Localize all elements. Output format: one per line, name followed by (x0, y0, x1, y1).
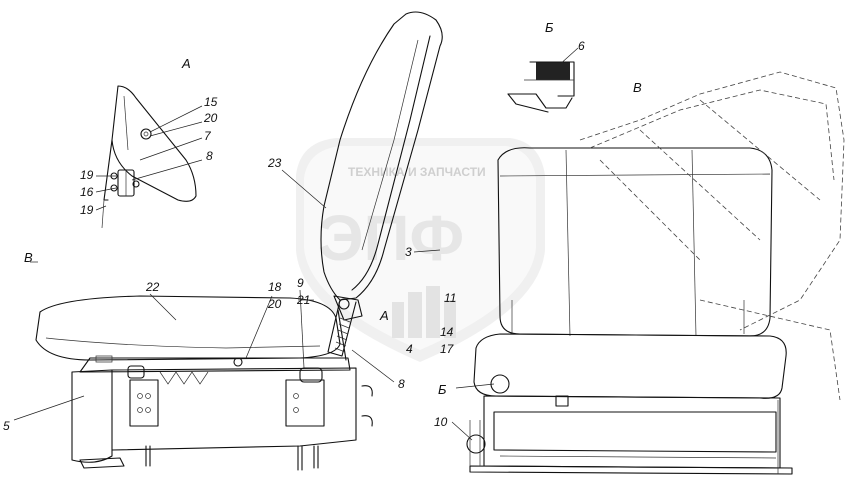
view-label-b-top: Б (545, 20, 554, 35)
view-label-a-mid: А (379, 308, 389, 323)
leader-lines (13, 47, 579, 441)
view-label-b-mid: Б (438, 382, 447, 397)
callout-23: 23 (267, 156, 282, 170)
callout-3: 3 (405, 245, 412, 259)
callout-16: 16 (80, 185, 94, 199)
callout-numbers: 15 20 7 8 19 16 19 6 23 3 22 18 20 9 21 … (3, 39, 585, 433)
callout-19: 19 (80, 168, 94, 182)
callout-20: 20 (203, 111, 218, 125)
seat-front-view (466, 71, 845, 475)
callout-6: 6 (578, 39, 585, 53)
watermark-logo: ЭПФ (318, 202, 464, 274)
callout-19: 19 (80, 203, 94, 217)
callout-17: 17 (440, 342, 455, 356)
view-labels: А Б В В А Б (24, 20, 642, 397)
view-label-a-top: А (181, 56, 191, 71)
callout-15: 15 (204, 95, 218, 109)
callout-5: 5 (3, 419, 10, 433)
view-label-v-left: В (24, 250, 33, 265)
seat-cushion-side-view (35, 295, 373, 471)
callout-20: 20 (267, 297, 282, 311)
callout-8: 8 (398, 377, 405, 391)
callout-10: 10 (434, 415, 448, 429)
seat-back-side-view (320, 11, 443, 361)
view-label-v-top: В (633, 80, 642, 95)
watermark: ТЕХНИКА И ЗАПЧАСТИ ЭПФ (296, 138, 545, 362)
callout-4: 4 (406, 342, 413, 356)
callout-8: 8 (206, 149, 213, 163)
view-b-detail (507, 61, 575, 113)
watermark-text: ТЕХНИКА И ЗАПЧАСТИ (348, 165, 486, 179)
callout-11: 11 (444, 291, 456, 305)
callout-9: 9 (297, 276, 304, 290)
callout-22: 22 (145, 280, 160, 294)
callout-18: 18 (268, 280, 282, 294)
callout-14: 14 (440, 325, 454, 339)
callout-7: 7 (204, 129, 212, 143)
